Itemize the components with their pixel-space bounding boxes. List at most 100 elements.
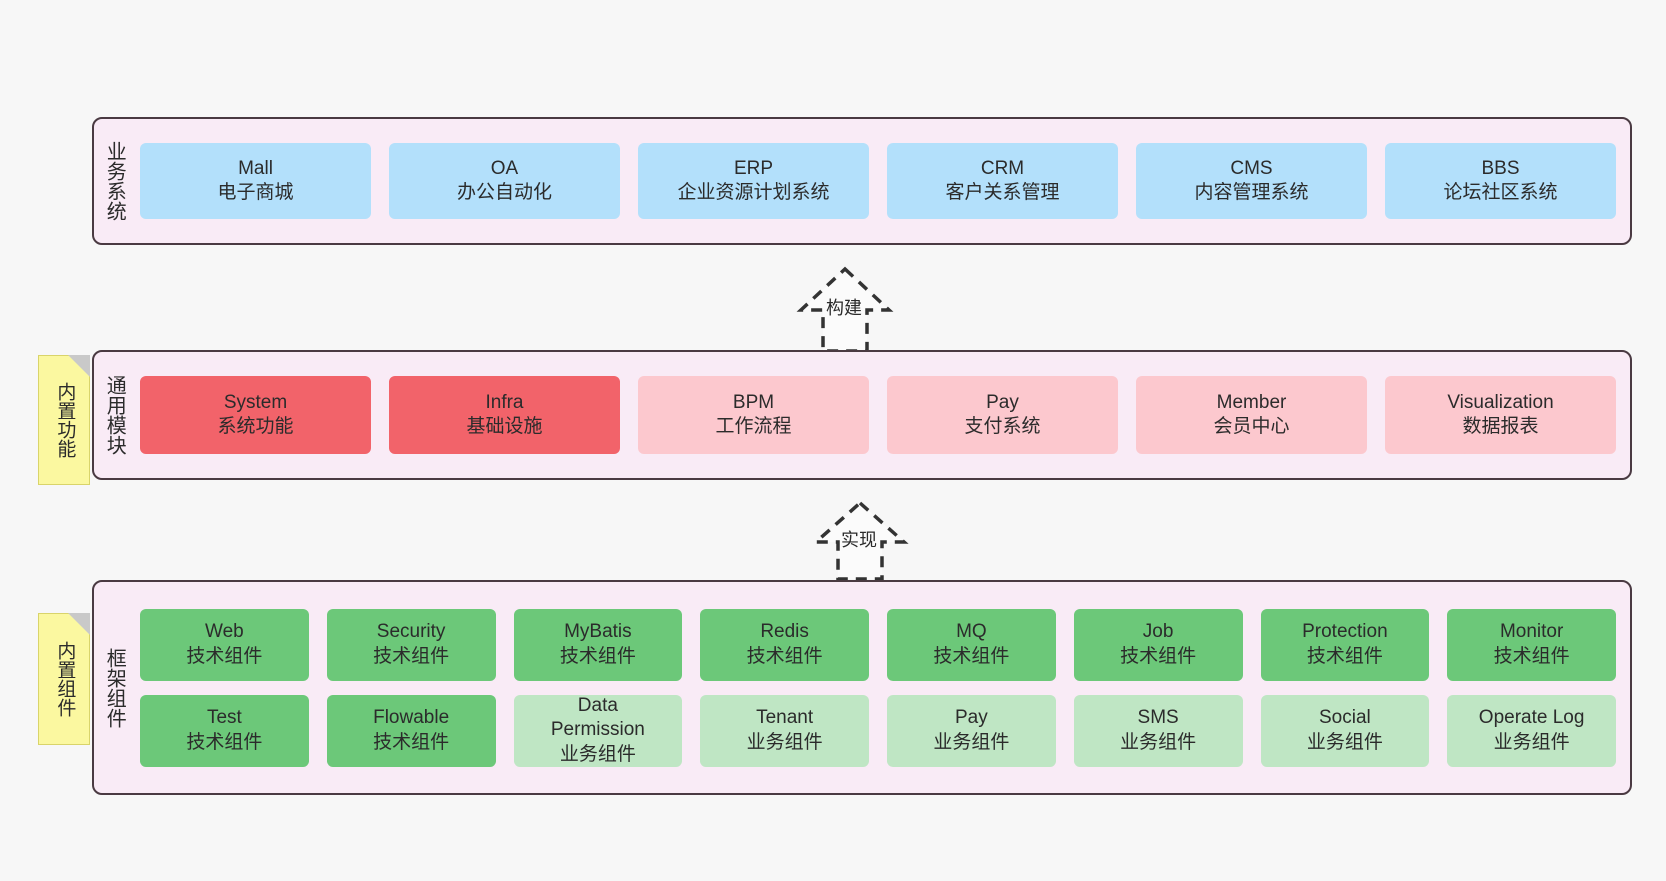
card-title: BBS — [1481, 157, 1520, 179]
card-title: Protection — [1302, 621, 1388, 643]
card-subtitle: 内容管理系统 — [1194, 182, 1309, 203]
card-title: Security — [376, 621, 446, 643]
card-subtitle: 业务组件 — [933, 731, 1010, 753]
card-job[interactable]: Job 技术组件 — [1073, 608, 1243, 681]
card-subtitle: 技术组件 — [1306, 645, 1383, 667]
card-infra[interactable]: Infra 基础设施 — [389, 376, 620, 454]
generalization-arrow-icon — [796, 266, 894, 353]
connector-implement-arrow: 实现 — [810, 500, 910, 582]
layer-title-common-module: 通用模块 — [103, 375, 126, 455]
generalization-arrow-icon — [811, 500, 909, 581]
card-mall[interactable]: Mall 电子商城 — [140, 143, 371, 219]
card-oa[interactable]: OA 办公自动化 — [389, 143, 620, 219]
card-title: Pay — [986, 391, 1019, 413]
card-pay-component[interactable]: Pay 业务组件 — [887, 694, 1056, 767]
card-subtitle: 业务组件 — [1120, 731, 1197, 753]
card-title: CMS — [1230, 157, 1273, 179]
card-system[interactable]: System 系统功能 — [140, 376, 371, 454]
card-member[interactable]: Member 会员中心 — [1136, 376, 1367, 454]
layer-framework-component: 框架组件 Web 技术组件 Security 技术组件 MyBatis 技术组件… — [92, 580, 1632, 795]
card-subtitle: 基础设施 — [466, 416, 543, 437]
card-title: Flowable — [373, 707, 450, 729]
card-title: CRM — [980, 157, 1025, 179]
card-data-permission[interactable]: Data Permission 业务组件 — [513, 694, 683, 767]
card-row: Mall 电子商城 OA 办公自动化 ERP 企业资源计划系统 CRM 客户关系… — [140, 143, 1616, 219]
card-subtitle: 技术组件 — [1120, 645, 1197, 667]
card-subtitle: 业务组件 — [559, 743, 636, 765]
card-title: BPM — [732, 391, 775, 413]
card-subtitle: 数据报表 — [1462, 416, 1539, 437]
card-row: Test 技术组件 Flowable 技术组件 Data Permission … — [140, 694, 1616, 767]
card-bpm[interactable]: BPM 工作流程 — [638, 376, 869, 454]
card-title: Pay — [955, 707, 988, 729]
card-bbs[interactable]: BBS 论坛社区系统 — [1385, 143, 1616, 219]
card-row: Web 技术组件 Security 技术组件 MyBatis 技术组件 Redi… — [140, 608, 1616, 681]
note-label: 内置功能 — [54, 382, 76, 458]
card-subtitle: 企业资源计划系统 — [677, 182, 830, 203]
card-subtitle: 技术组件 — [559, 645, 636, 667]
card-title: System — [223, 391, 288, 413]
layer-body-common-module: System 系统功能 Infra 基础设施 BPM 工作流程 Pay 支付系统… — [134, 352, 1630, 478]
card-erp[interactable]: ERP 企业资源计划系统 — [638, 143, 869, 219]
card-tenant[interactable]: Tenant 业务组件 — [700, 694, 869, 767]
note-builtin-component: 内置组件 — [38, 613, 90, 745]
card-mybatis[interactable]: MyBatis 技术组件 — [513, 608, 683, 681]
card-flowable[interactable]: Flowable 技术组件 — [326, 694, 496, 767]
connector-build-label: 构建 — [826, 298, 862, 318]
card-protection[interactable]: Protection 技术组件 — [1260, 608, 1430, 681]
card-pay[interactable]: Pay 支付系统 — [887, 376, 1118, 454]
card-title: Redis — [760, 621, 809, 643]
card-title: MyBatis — [564, 621, 632, 643]
card-test[interactable]: Test 技术组件 — [140, 694, 309, 767]
layer-body-business-system: Mall 电子商城 OA 办公自动化 ERP 企业资源计划系统 CRM 客户关系… — [134, 119, 1630, 243]
card-subtitle: 技术组件 — [373, 731, 450, 753]
card-crm[interactable]: CRM 客户关系管理 — [887, 143, 1118, 219]
card-social[interactable]: Social 业务组件 — [1260, 694, 1430, 767]
card-subtitle: 办公自动化 — [456, 182, 552, 203]
card-title: Test — [206, 707, 242, 729]
card-row: System 系统功能 Infra 基础设施 BPM 工作流程 Pay 支付系统… — [140, 376, 1616, 454]
card-subtitle: 技术组件 — [933, 645, 1010, 667]
card-title: Web — [205, 621, 244, 643]
card-visualization[interactable]: Visualization 数据报表 — [1385, 376, 1616, 454]
card-sms[interactable]: SMS 业务组件 — [1073, 694, 1243, 767]
card-title: MQ — [956, 621, 987, 643]
card-monitor[interactable]: Monitor 技术组件 — [1447, 608, 1616, 681]
note-builtin-function: 内置功能 — [38, 355, 90, 485]
card-title: Job — [1142, 621, 1174, 643]
card-cms[interactable]: CMS 内容管理系统 — [1136, 143, 1367, 219]
card-subtitle: 技术组件 — [1493, 645, 1570, 667]
card-subtitle: 业务组件 — [1306, 731, 1383, 753]
card-subtitle: 支付系统 — [964, 416, 1041, 437]
card-subtitle: 技术组件 — [373, 645, 450, 667]
card-web[interactable]: Web 技术组件 — [140, 608, 309, 681]
card-title: Member — [1216, 391, 1287, 413]
card-subtitle: 业务组件 — [746, 731, 823, 753]
note-label: 内置组件 — [54, 641, 76, 717]
card-title: Tenant — [756, 707, 814, 729]
card-subtitle: 论坛社区系统 — [1443, 182, 1558, 203]
card-subtitle: 技术组件 — [746, 645, 823, 667]
card-subtitle: 业务组件 — [1493, 731, 1570, 753]
card-title: Operate Log — [1478, 707, 1585, 729]
card-title: Mall — [238, 157, 273, 179]
card-subtitle: 电子商城 — [217, 182, 294, 203]
card-title: SMS — [1137, 707, 1179, 729]
card-title: Visualization — [1447, 391, 1554, 413]
card-title: ERP — [733, 157, 774, 179]
layer-title-business-system: 业务系统 — [103, 141, 126, 221]
card-subtitle: 技术组件 — [186, 645, 263, 667]
card-security[interactable]: Security 技术组件 — [326, 608, 496, 681]
card-title: OA — [490, 157, 519, 179]
card-subtitle: 会员中心 — [1213, 416, 1290, 437]
layer-body-framework-component: Web 技术组件 Security 技术组件 MyBatis 技术组件 Redi… — [134, 582, 1630, 793]
layer-title-framework-component: 框架组件 — [103, 647, 126, 728]
card-mq[interactable]: MQ 技术组件 — [887, 608, 1056, 681]
card-subtitle: 系统功能 — [217, 416, 294, 437]
layer-business-system: 业务系统 Mall 电子商城 OA 办公自动化 ERP 企业资源计划系统 CRM… — [92, 117, 1632, 245]
connector-build-arrow: 构建 — [795, 266, 895, 354]
card-redis[interactable]: Redis 技术组件 — [700, 608, 869, 681]
card-subtitle: 客户关系管理 — [945, 182, 1060, 203]
card-operate-log[interactable]: Operate Log 业务组件 — [1447, 694, 1616, 767]
